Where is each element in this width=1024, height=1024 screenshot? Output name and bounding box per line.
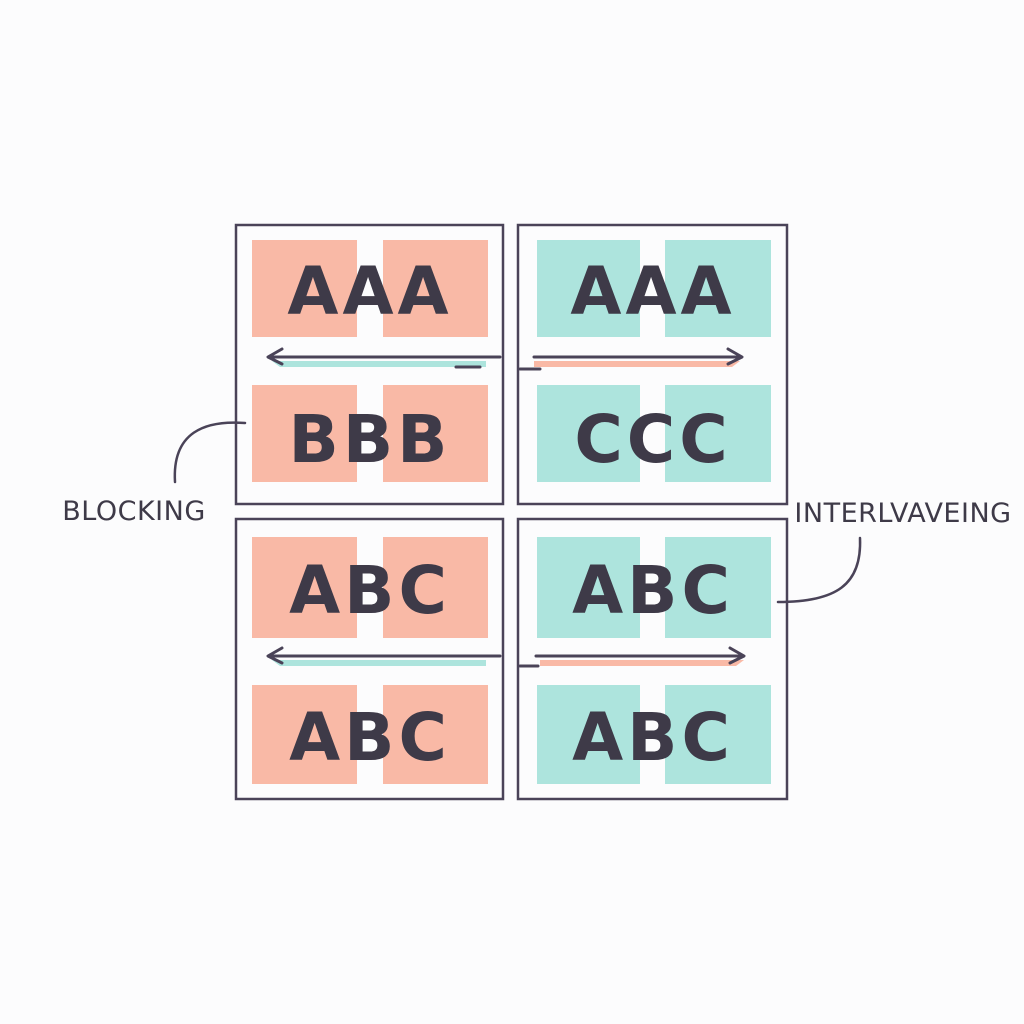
arrow-shaft — [534, 646, 746, 665]
panel-frame — [516, 223, 789, 506]
panel-frame — [234, 223, 505, 506]
panel-top-left: AAA BBB — [234, 223, 505, 506]
arrow-left-icon — [266, 347, 502, 369]
label-blocking: BLOCKING — [62, 496, 206, 527]
tile-right — [383, 537, 488, 638]
tile-right — [383, 240, 488, 337]
tile-left — [252, 240, 357, 337]
row-2-text: ABC — [572, 699, 734, 776]
tile-left — [537, 537, 640, 638]
label-interleaving: INTERLVAVEING — [794, 498, 1011, 529]
panel-frame — [234, 517, 505, 801]
arrow-accent-bar — [272, 361, 486, 367]
arrow-accent-bar — [540, 660, 744, 666]
tile-right — [665, 385, 771, 482]
row-1-text: AAA — [570, 253, 735, 330]
row-1-text: ABC — [289, 552, 451, 629]
label-interleaving-group: INTERLVAVEING — [776, 498, 1011, 604]
leader-line-blocking — [173, 421, 247, 484]
tile-left — [537, 685, 640, 784]
arrow-left-icon — [266, 646, 502, 666]
tile-left — [252, 385, 357, 482]
tile-left — [252, 685, 357, 784]
row-2-text: CCC — [574, 401, 731, 478]
panel-top-right: AAA CCC — [516, 223, 789, 506]
arrow-shaft — [266, 347, 502, 366]
leader-line-interleaving — [776, 536, 862, 604]
arrow-right-icon — [518, 347, 744, 371]
label-blocking-group: BLOCKING — [62, 421, 247, 527]
tile-right — [383, 385, 488, 482]
row-1-text: ABC — [572, 552, 734, 629]
tile-right — [665, 685, 771, 784]
tile-left — [252, 537, 357, 638]
tile-right — [383, 685, 488, 784]
row-1-text: AAA — [287, 253, 452, 330]
tile-right — [665, 240, 771, 337]
panel-frame — [516, 517, 789, 801]
tile-right — [665, 537, 771, 638]
tile-left — [537, 240, 640, 337]
arrow-accent-bar — [534, 361, 740, 367]
panel-bottom-left: ABC ABC — [234, 517, 505, 801]
arrow-accent-bar — [272, 660, 486, 666]
tile-left — [537, 385, 640, 482]
arrow-shaft — [532, 347, 744, 366]
row-2-text: BBB — [289, 401, 452, 478]
row-2-text: ABC — [289, 699, 451, 776]
arrow-right-icon — [518, 646, 746, 668]
panel-bottom-right: ABC ABC — [516, 517, 789, 801]
